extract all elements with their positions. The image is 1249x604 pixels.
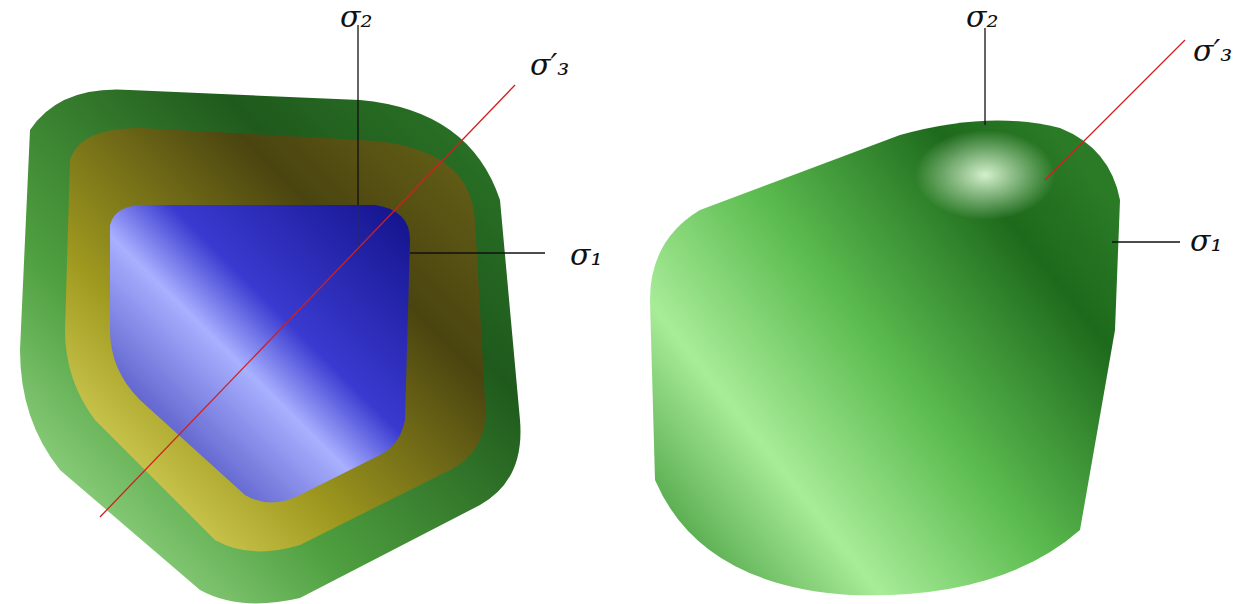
axis-label: σ₂: [340, 2, 373, 32]
axis-label: σ′₃: [1193, 36, 1232, 66]
axis-label: σ₂: [966, 2, 999, 32]
axis-label: σ′₃: [530, 50, 569, 80]
axis-label: σ₁: [570, 240, 603, 270]
axis-label: σ₁: [1190, 226, 1223, 256]
